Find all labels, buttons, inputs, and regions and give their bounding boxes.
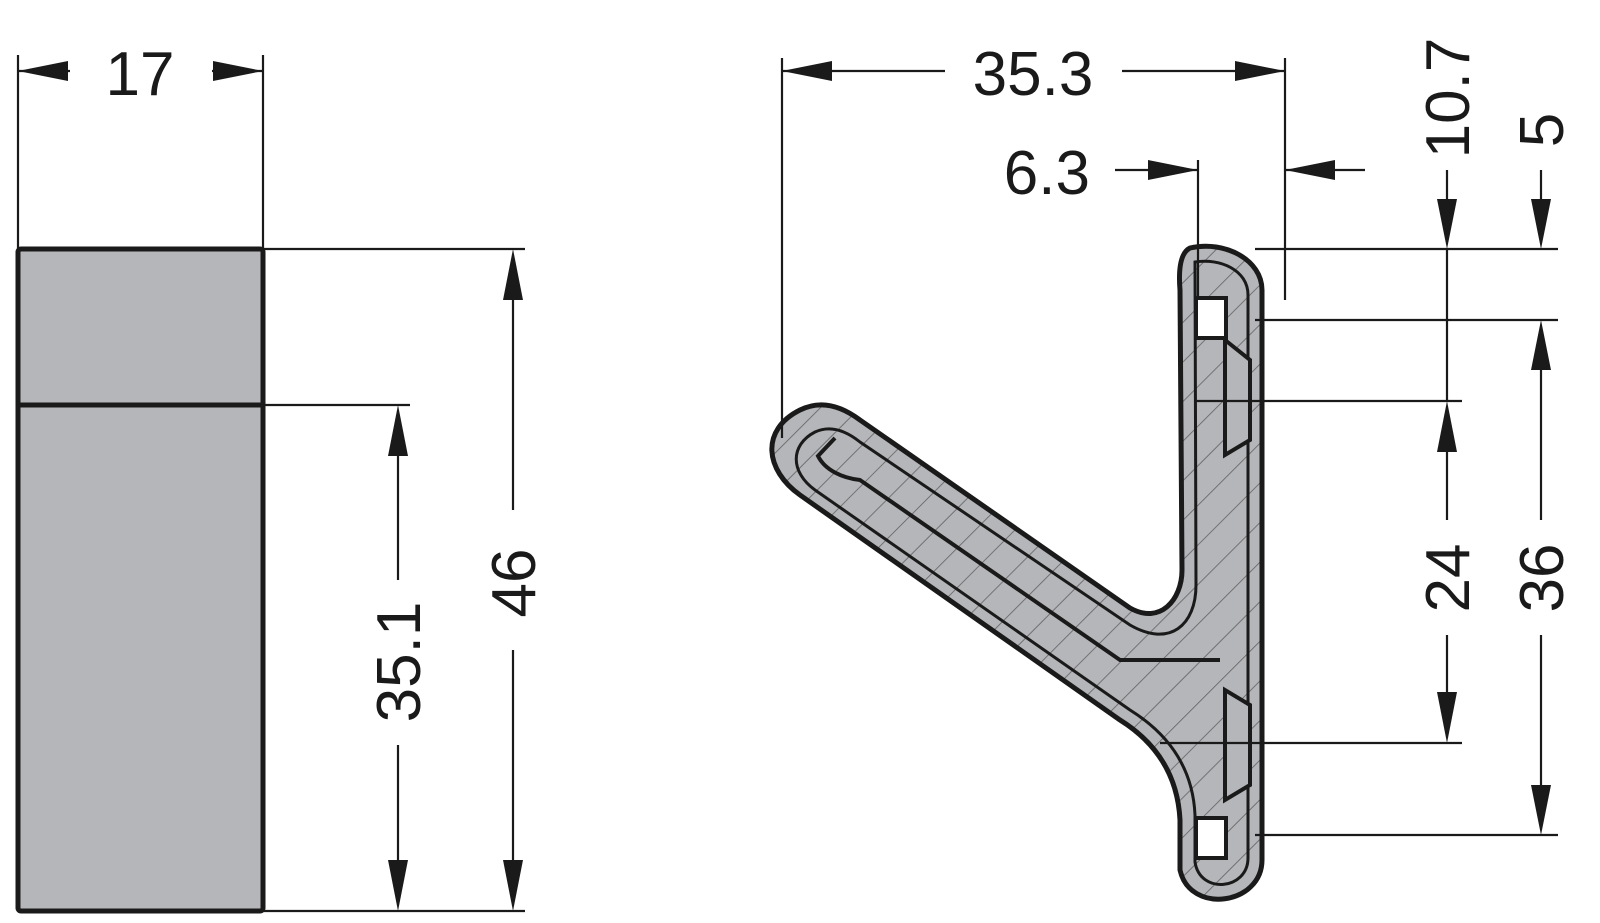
screw-spacing-dimension: 36 xyxy=(1508,370,1577,835)
arm-length-label: 35.3 xyxy=(973,40,1094,109)
width-label: 17 xyxy=(106,40,175,109)
top-screw-label: 5 xyxy=(1508,113,1577,147)
top-offset-label: 10.7 xyxy=(1414,38,1483,159)
front-view: 17 46 35.1 xyxy=(15,40,549,914)
screw-spacing-label: 36 xyxy=(1508,544,1577,613)
arm-inner-slot xyxy=(815,436,1220,662)
top-offset-dimension: 10.7 xyxy=(1414,38,1483,401)
total-height-dimension: 46 xyxy=(263,247,549,913)
slot-height-label: 35.1 xyxy=(365,602,434,723)
top-screw-dimension: 5 xyxy=(1508,113,1577,370)
arm-length-dimension: 35.3 xyxy=(780,40,1287,438)
front-body xyxy=(15,246,266,914)
mounting-plate xyxy=(1194,296,1265,860)
width-dimension: 17 xyxy=(16,40,265,249)
hook-inner-outline xyxy=(794,259,1250,886)
total-height-label: 46 xyxy=(480,549,549,618)
inner-length-dimension: 24 xyxy=(1414,401,1483,743)
slot-height-dimension: 35.1 xyxy=(263,403,434,911)
side-view: 35.3 6.3 10.7 xyxy=(769,38,1577,902)
inner-length-label: 24 xyxy=(1414,544,1483,613)
base-depth-label: 6.3 xyxy=(1004,139,1090,208)
right-extension-lines xyxy=(1160,247,1558,837)
base-depth-dimension: 6.3 xyxy=(1004,139,1365,300)
